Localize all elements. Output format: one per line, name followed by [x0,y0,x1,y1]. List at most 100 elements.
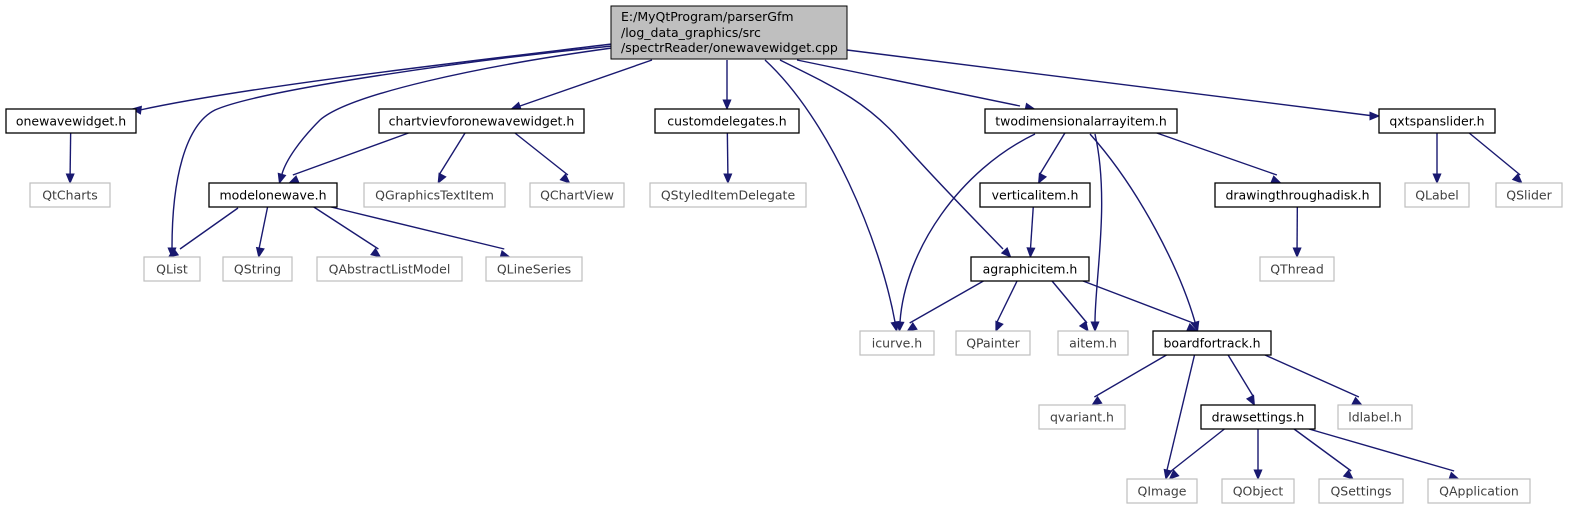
node-label: aitem.h [1069,336,1117,351]
node-QGraphicsTextItem[interactable]: QGraphicsTextItem [363,182,506,208]
node-QPainter[interactable]: QPainter [955,330,1031,356]
node-QStyledItemDelegate[interactable]: QStyledItemDelegate [649,182,807,208]
edge-root-to-icurve_h [764,59,896,323]
edge-boardfortrack_h-to-QImage-arrowhead [1163,468,1173,481]
node-qxtspanslider-h[interactable]: qxtspanslider.h [1378,108,1496,134]
edge-drawsettings_h-to-QApplication [1308,428,1455,472]
node-label: onewavewidget.h [16,114,126,129]
node-box [1214,182,1381,208]
edge-onewavewidget_h-to-QtCharts-arrowhead [65,173,75,185]
edge-twodim_h-to-boardfortrack_h [1089,133,1196,323]
node-qvariant-h[interactable]: qvariant.h [1038,404,1126,430]
node-boardfortrack-h[interactable]: boardfortrack.h [1152,330,1272,356]
edge-twodim_h-to-verticalitem_h [1038,132,1066,176]
edge-twodim_h-to-boardfortrack_h-arrowhead [1190,320,1200,333]
edge-chartviev_h-to-QChartView [514,132,569,176]
node-QAbstractListModel[interactable]: QAbstractListModel [316,256,463,282]
node-box [1038,404,1126,430]
edge-twodim_h-to-aitem_h-arrowhead [1090,321,1100,333]
node-label: customdelegates.h [667,114,786,129]
node-label: QAbstractListModel [329,262,451,277]
node-ldlabel-h[interactable]: ldlabel.h [1337,404,1413,430]
node-QObject[interactable]: QObject [1221,478,1295,504]
edge-chartviev_h-to-QGraphicsTextItem-arrowhead [437,172,447,185]
node-box [5,108,137,134]
node-QImage[interactable]: QImage [1126,478,1198,504]
node-QChartView[interactable]: QChartView [529,182,625,208]
edge-agraphicitem_h-to-aitem_h [1051,280,1088,324]
edge-twodim_h-to-drawingthroughadisk_h-arrowhead [1270,175,1282,184]
node-label: boardfortrack.h [1164,336,1261,351]
edge-twodim_h-to-verticalitem_h-arrowhead [1037,172,1048,185]
node-QString[interactable]: QString [222,256,293,282]
node-label: verticalitem.h [992,188,1079,203]
node-drawingthroughadisk-h[interactable]: drawingthroughadisk.h [1214,182,1381,208]
edge-boardfortrack_h-to-qvariant_h [1094,354,1167,398]
node-label: qxtspanslider.h [1389,114,1484,129]
node-modelonewave-h[interactable]: modelonewave.h [208,182,338,208]
node-QLabel[interactable]: QLabel [1404,182,1470,208]
edge-root-to-modelonewave_h-arrowhead [277,172,287,185]
edge-modelonewave_h-to-QString [258,206,269,250]
root-line-3: /spectrReader/onewavewidget.cpp [621,40,838,55]
edge-agraphicitem_h-to-icurve_h-arrowhead [906,321,918,332]
node-QList[interactable]: QList [143,256,201,282]
edge-agraphicitem_h-to-aitem_h-arrowhead [1078,320,1089,333]
node-drawsettings-h[interactable]: drawsettings.h [1200,404,1316,430]
node-box [316,256,463,282]
edge-qxtspanslider_h-to-QLabel-arrowhead [1432,173,1442,185]
node-customdelegates-h[interactable]: customdelegates.h [654,108,800,134]
node-chartviev-h[interactable]: chartvievforonewavewidget.h [378,108,585,134]
node-label: QObject [1233,484,1284,499]
node-QtCharts[interactable]: QtCharts [29,182,111,208]
root-line-1: E:/MyQtProgram/parserGfm [621,9,794,24]
node-box [143,256,201,282]
node-box [1378,108,1496,134]
edge-twodim_h-to-icurve_h [899,133,1036,323]
edge-drawsettings_h-to-QObject-arrowhead [1253,469,1263,481]
edge-onewavewidget_h-to-QtCharts [69,132,72,176]
edge-customdelegates_h-to-QStyledItemDelegate [726,132,729,176]
node-QSlider[interactable]: QSlider [1495,182,1563,208]
edge-twodim_h-to-aitem_h [1094,133,1103,323]
edge-drawingthroughadisk_h-to-QThread-arrowhead [1292,247,1302,259]
node-box [1200,404,1316,430]
node-QThread[interactable]: QThread [1259,256,1335,282]
node-box [1495,182,1563,208]
node-label: QApplication [1439,484,1519,499]
edge-boardfortrack_h-to-qvariant_h-arrowhead [1091,395,1103,406]
edge-agraphicitem_h-to-QPainter [995,280,1018,324]
node-box [859,330,935,356]
node-QLineSeries[interactable]: QLineSeries [485,256,583,282]
root-node[interactable]: E:/MyQtProgram/parserGfm /log_data_graph… [610,5,848,60]
node-box [979,182,1091,208]
node-box [1404,182,1470,208]
node-onewavewidget-h[interactable]: onewavewidget.h [5,108,137,134]
edge-drawsettings_h-to-QSettings [1293,428,1352,472]
edge-root-to-qxtspanslider_h [846,49,1375,117]
node-box [208,182,338,208]
edge-boardfortrack_h-to-QImage [1166,354,1196,472]
node-QSettings[interactable]: QSettings [1318,478,1404,504]
node-label: QString [234,262,281,277]
node-QApplication[interactable]: QApplication [1427,478,1531,504]
node-label: QLabel [1415,188,1459,203]
node-twodim-h[interactable]: twodimensionalarrayitem.h [984,108,1178,134]
edge-modelonewave_h-to-QLineSeries [330,206,505,250]
node-agraphicitem-h[interactable]: agraphicitem.h [970,256,1090,282]
edge-agraphicitem_h-to-boardfortrack_h [1082,280,1194,324]
edge-root-to-chartviev_h [519,59,653,107]
node-box [1259,256,1335,282]
node-label: ldlabel.h [1348,410,1402,425]
node-label: drawsettings.h [1212,410,1305,425]
edge-twodim_h-to-drawingthroughadisk_h [1156,132,1278,176]
edge-chartviev_h-to-modelonewave_h [292,132,409,176]
node-aitem-h[interactable]: aitem.h [1057,330,1129,356]
node-verticalitem-h[interactable]: verticalitem.h [979,182,1091,208]
nodes-layer: E:/MyQtProgram/parserGfm /log_data_graph… [5,5,1563,504]
node-icurve-h[interactable]: icurve.h [859,330,935,356]
node-label: drawingthroughadisk.h [1225,188,1369,203]
edge-root-to-QList [171,45,613,249]
node-box [485,256,583,282]
